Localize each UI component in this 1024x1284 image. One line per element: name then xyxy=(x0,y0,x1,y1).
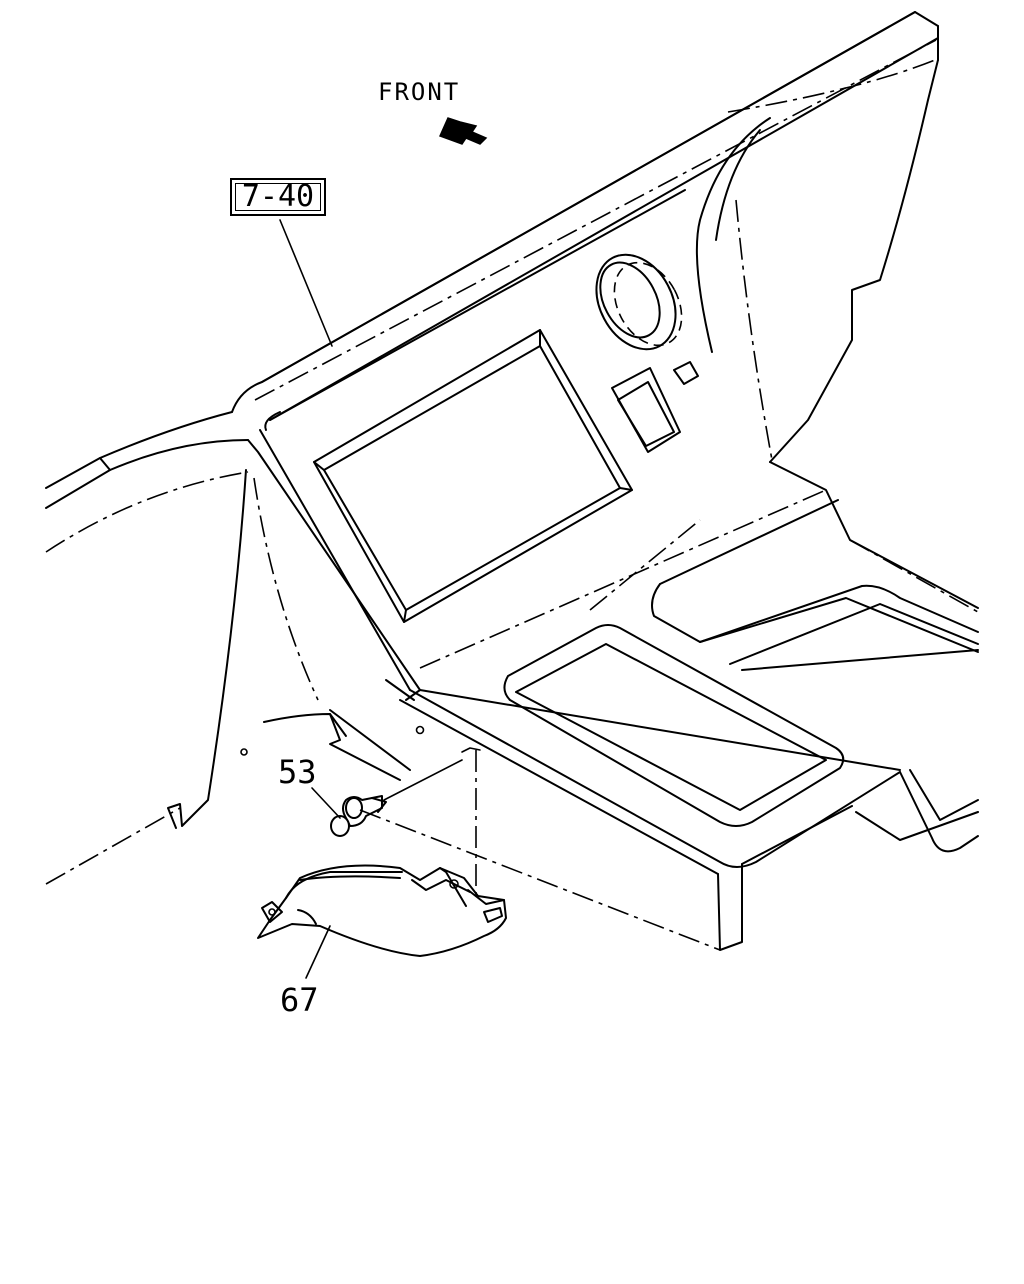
dashboard-lower-front xyxy=(240,689,979,951)
part-number-67: 67 xyxy=(280,981,319,1019)
dashboard-left-wing xyxy=(45,411,319,885)
clip-part-53 xyxy=(311,759,463,837)
switch-panel xyxy=(611,361,699,453)
dashboard-right-panel xyxy=(695,59,939,463)
reference-label: 7-40 xyxy=(241,179,315,214)
front-arrow xyxy=(438,117,488,145)
front-direction-label: FRONT xyxy=(378,78,461,106)
dashboard-console xyxy=(419,461,979,671)
tray-recess xyxy=(503,624,845,827)
mounting-hole-mark xyxy=(461,747,481,753)
bracket-part-67 xyxy=(257,864,507,979)
dashboard-top-edge xyxy=(231,11,939,421)
reference-label-box: 7-40 xyxy=(230,178,326,216)
part-number-53: 53 xyxy=(278,753,317,791)
display-screen xyxy=(313,329,633,623)
ref-leader-line xyxy=(279,219,333,347)
round-vent xyxy=(595,253,683,351)
dashboard-inner-frame xyxy=(247,189,901,771)
